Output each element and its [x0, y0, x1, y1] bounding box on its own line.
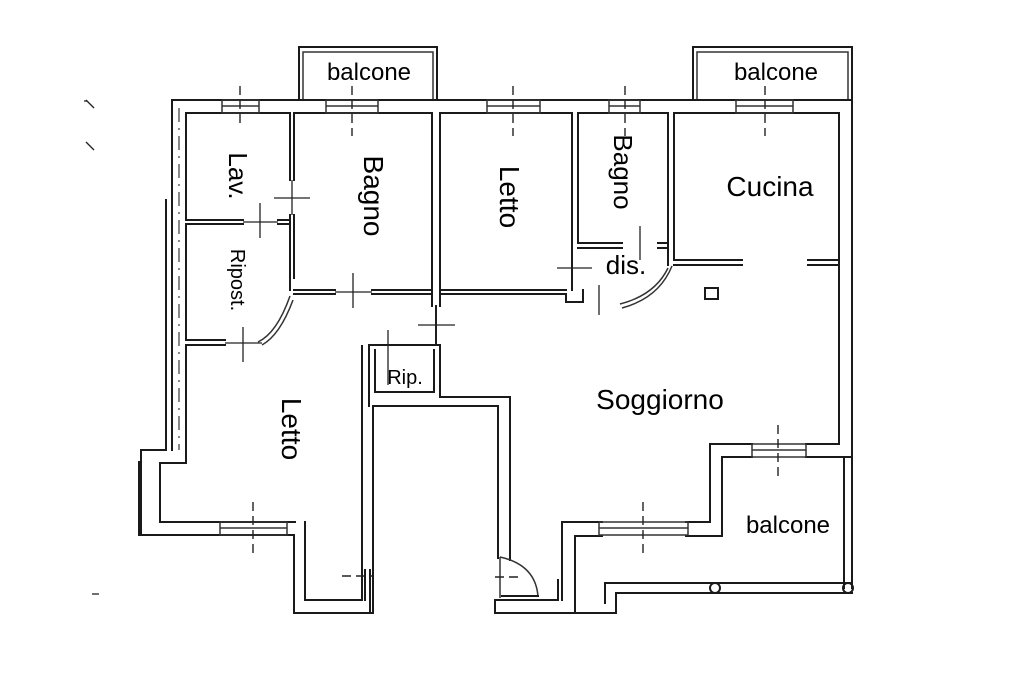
room-label-ripostiglio: Ripost. [226, 249, 248, 311]
exterior-walls [138, 99, 854, 614]
room-label-soggiorno: Soggiorno [596, 384, 724, 415]
room-label-balcone-ne: balcone [734, 59, 818, 86]
door-markers [225, 180, 641, 385]
stray-marks [84, 99, 99, 595]
room-label-bagno-2: Bagno [608, 134, 638, 209]
window-axis-marks [239, 86, 779, 578]
room-label-cucina: Cucina [726, 171, 814, 202]
room-label-disimpegno: dis. [606, 250, 646, 280]
room-label-balcone-nw: balcone [327, 59, 411, 86]
balcony-nw-outline [298, 46, 438, 101]
door-swings [257, 265, 673, 614]
room-label-ripostiglio-2: Rip. [387, 367, 423, 389]
room-label-bagno-1: Bagno [358, 156, 389, 237]
room-label-letto-2: Letto [276, 398, 307, 460]
room-label-letto-1: Letto [494, 166, 525, 228]
room-label-balcone-se: balcone [746, 512, 830, 539]
interior-walls [185, 112, 840, 398]
room-label-lavanderia: Lav. [223, 152, 253, 199]
balcony-ne-outline [692, 46, 853, 101]
